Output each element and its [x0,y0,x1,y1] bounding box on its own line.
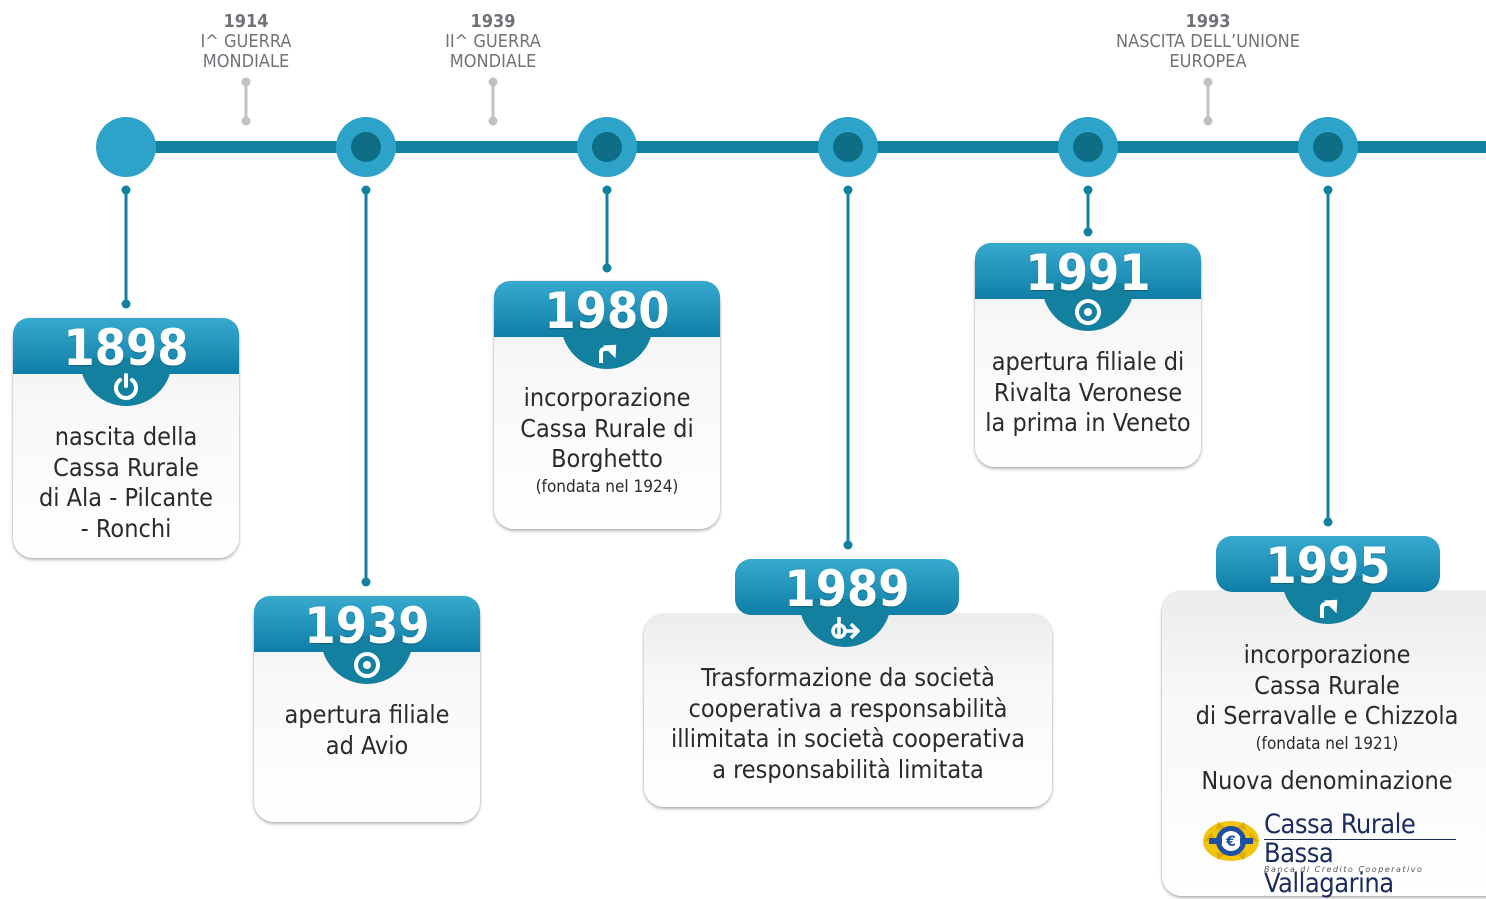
world-event-label-line: NASCITA DELL’UNIONE [1116,31,1300,52]
event-description: apertura filiale ad Avio [260,700,474,761]
connector-dot-top-1991 [1083,185,1093,195]
connector-dot-bottom-1980 [602,263,612,273]
event-card-1980: 1980 incorporazione Cassa Rurale di Borg… [494,281,720,529]
description-line: di Ala - Pilcante [38,483,214,512]
connector-dot-top-1980 [602,185,612,195]
connector-dot-top-1989 [843,185,853,195]
connector-dot-top-1898 [121,185,131,195]
world-event-label-line: EUROPEA [1169,51,1247,72]
description-line: Cassa Rurale [1254,670,1400,700]
timeline-node-core-1939 [351,132,381,162]
bank-name-line2: Bassa Vallagarina [1264,838,1394,899]
description-line: Trasformazione da società [701,663,995,692]
world-event-1914: 1914 I^ GUERRA MONDIALE [126,12,366,72]
connector-dot-top-1995 [1323,185,1333,195]
event-year: 1898 [63,319,189,377]
description-line: - Ronchi [80,513,172,543]
world-event-pin-top-1939 [488,77,498,87]
connector-dot-top-1939 [361,185,371,195]
timeline-bar [120,141,1486,153]
timeline-node-1898 [96,117,156,177]
bank-name-divider [1264,839,1456,840]
description-line: di Serravalle e Chizzola [1195,701,1459,730]
timeline-node-core-1989 [833,132,863,162]
description-line: nascita della [54,422,198,451]
event-card-1991: 1991 apertura filiale di Rivalta Verones… [975,243,1201,467]
connector-dot-bottom-1995 [1323,517,1333,527]
description-line: cooperativa a responsabilità [688,693,1008,723]
description-line: Cassa Rurale [53,452,199,482]
timeline-node-core-1991 [1073,132,1103,162]
merge-arrow-icon [599,344,617,363]
new-name-caption: Nuova denominazione [1201,765,1453,795]
bank-tagline: Banca di Credito Cooperativo [1264,865,1424,874]
description-line: la prima in Veneto [985,408,1191,437]
bank-emblem-icon: € [1203,821,1259,861]
description-line: Borghetto [551,444,663,473]
event-description: apertura filiale di Rivalta Veronese la … [981,347,1195,439]
connector-dot-bottom-1898 [121,299,131,309]
connector-dot-bottom-1989 [843,540,853,550]
description-note: (fondata nel 1924) [535,476,679,497]
world-event-label-line: MONDIALE [449,51,537,72]
world-event-pin-top-1914 [241,77,251,87]
event-year: 1989 [784,560,910,618]
event-card-1898: 1898 nascita della Cassa Rurale di Ala -… [13,318,239,558]
description-line: ad Avio [325,730,409,760]
timeline-node-core-1980 [592,132,622,162]
world-event-1939: 1939 II^ GUERRA MONDIALE [373,12,613,72]
bank-name-line1: Cassa Rurale [1264,809,1416,840]
connector-dot-bottom-1939 [361,577,371,587]
description-line: apertura filiale [284,700,450,729]
world-event-label-line: II^ GUERRA [445,31,541,52]
event-year: 1991 [1025,244,1151,302]
world-event-label-line: I^ GUERRA [200,31,292,52]
description-note: (fondata nel 1921) [1255,733,1399,754]
event-year: 1939 [304,597,430,655]
event-year: 1995 [1265,537,1391,595]
description-line: Cassa Rurale di [520,413,694,443]
event-card-1939: 1939 apertura filiale ad Avio [254,596,480,822]
event-description: incorporazione Cassa Rurale di Borghetto… [500,383,714,499]
description-line: a responsabilità limitata [712,754,984,784]
description-line: incorporazione [523,383,691,412]
target-icon [354,652,380,678]
description-line: illimitata in società cooperativa [671,724,1025,753]
description-line: incorporazione [1243,640,1411,669]
target-icon [1075,299,1101,325]
event-description: Trasformazione da società cooperativa a … [650,663,1046,785]
event-card-1989: 1989 Trasformazione da società cooperati… [644,559,1052,807]
merge-arrow-icon [1320,599,1338,618]
svg-text:€: € [1225,834,1236,850]
world-event-year: 1993 [1185,11,1231,32]
description-line: apertura filiale di [991,347,1185,376]
description-line: Rivalta Veronese [993,377,1183,407]
world-event-label-line: MONDIALE [202,51,290,72]
event-description: nascita della Cassa Rurale di Ala - Pilc… [19,422,233,544]
world-event-pin-bottom-1914 [241,116,251,126]
bank-logo: € Cassa Rurale Bassa Vallagarina Banca d… [1200,809,1460,899]
transform-arrow-icon [831,617,860,640]
world-event-1993: 1993 NASCITA DELL’UNIONE EUROPEA [1088,12,1328,72]
connector-dot-bottom-1991 [1083,227,1093,237]
power-icon [114,373,138,400]
world-event-year: 1939 [470,11,516,32]
world-event-pin-bottom-1939 [488,116,498,126]
timeline-node-core-1995 [1313,132,1343,162]
event-year: 1980 [544,282,670,340]
world-event-year: 1914 [223,11,269,32]
event-description: incorporazione Cassa Rurale di Serravall… [1162,640,1486,796]
world-event-pin-bottom-1993 [1203,116,1213,126]
world-event-pin-top-1993 [1203,77,1213,87]
